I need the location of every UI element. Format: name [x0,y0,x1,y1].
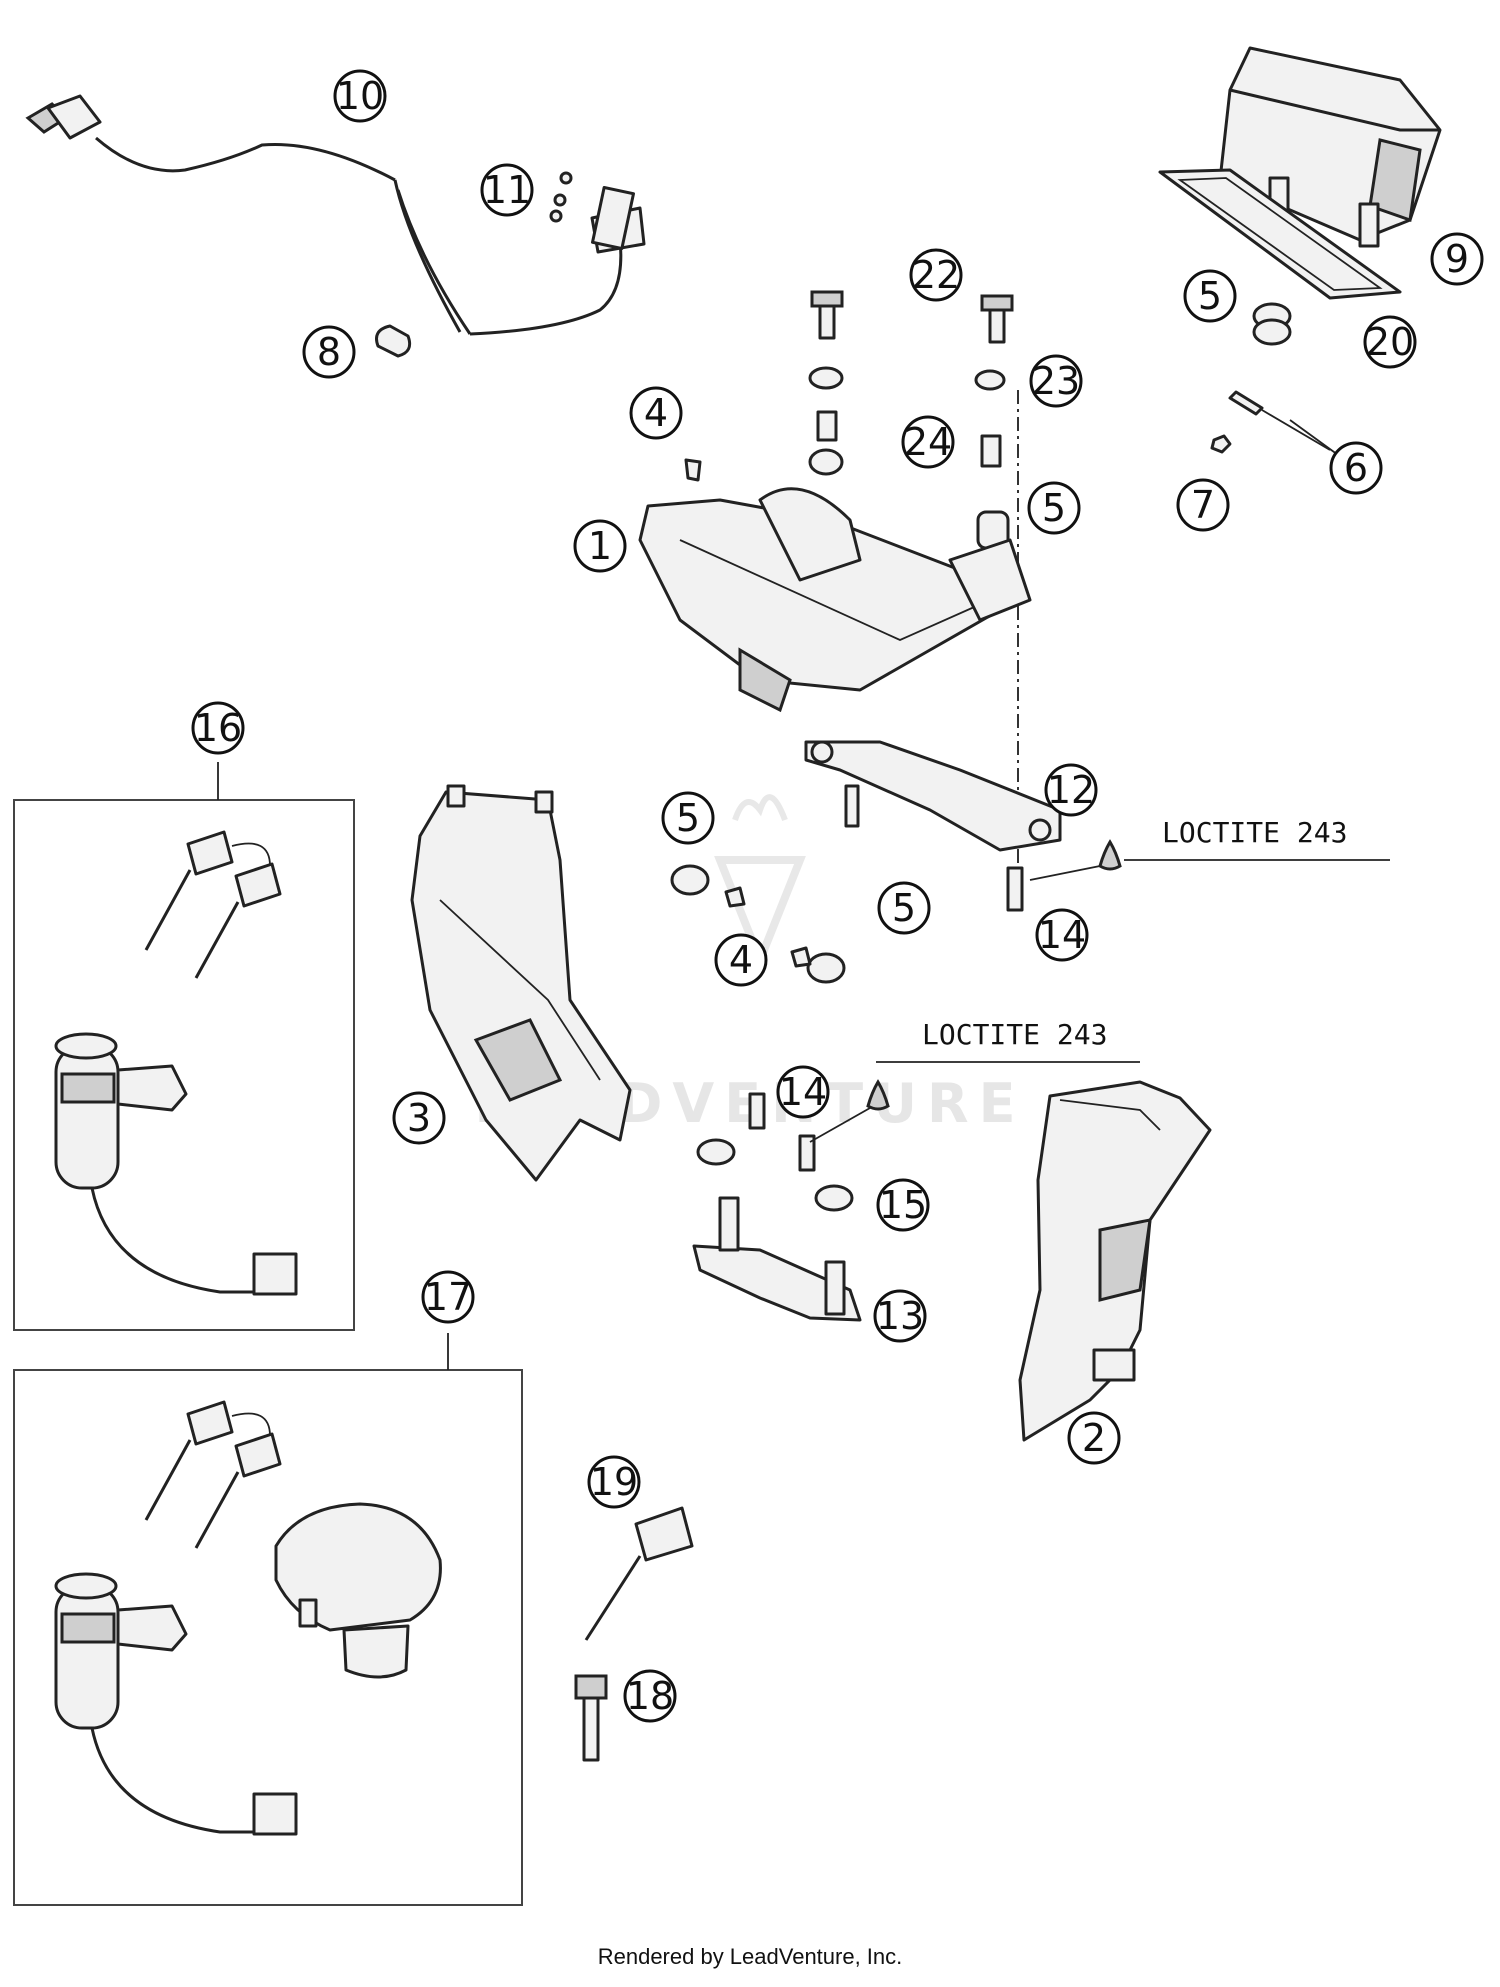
callout-19: 19 [587,1455,641,1509]
callout-7: 7 [1176,478,1230,532]
callout-12: 12 [1044,763,1098,817]
instrument-cluster-part [1218,46,1442,248]
svg-text:17: 17 [424,1275,472,1319]
svg-text:14: 14 [779,1070,827,1114]
mounting-stack-part [684,290,1014,550]
callout-14-upper: 14 [1035,908,1089,962]
grommet-part-upper-right [1252,302,1292,346]
callout-4-upper: 4 [629,386,683,440]
connector-block-part [549,171,635,251]
callout-24: 24 [901,415,955,469]
callout-2: 2 [1067,1411,1121,1465]
ignition-kit-17-part [54,1400,442,1836]
svg-text:13: 13 [876,1294,924,1338]
svg-text:16: 16 [194,706,242,750]
kit-16-box [13,799,355,1331]
callout-9: 9 [1430,232,1484,286]
stud-part [1228,390,1331,451]
grommet-part-middle [670,864,846,984]
svg-text:10: 10 [336,74,384,118]
callout-6: 6 [1329,441,1383,495]
svg-text:1: 1 [588,524,612,568]
callout-5-middle-left: 5 [661,791,715,845]
gasket-part [1158,168,1402,300]
callout-15: 15 [876,1178,930,1232]
callout-5-middle-right: 5 [877,881,931,935]
svg-text:19: 19 [590,1460,638,1504]
svg-text:8: 8 [317,330,341,374]
loctite-drop-upper [1098,839,1122,871]
nut-part [1210,434,1232,454]
bracket-housing-part [638,487,1032,713]
svg-text:14: 14 [1038,913,1086,957]
kit-17-box [13,1369,523,1906]
callout-14-lower: 14 [776,1065,830,1119]
callout-11: 11 [480,163,534,217]
ignition-kit-16-part [54,830,298,1296]
svg-text:2: 2 [1082,1416,1106,1460]
loctite-note-lower: LOCTITE 243 [922,1018,1107,1051]
callout-1: 1 [573,519,627,573]
svg-text:5: 5 [892,886,916,930]
svg-text:5: 5 [1198,274,1222,318]
svg-text:9: 9 [1445,237,1469,281]
callout-4-middle: 4 [714,933,768,987]
callout-8: 8 [302,325,356,379]
svg-text:6: 6 [1344,446,1368,490]
callout-16: 16 [191,701,245,755]
callout-18: 18 [623,1669,677,1723]
callout-22: 22 [909,248,963,302]
svg-text:11: 11 [483,168,531,212]
svg-text:5: 5 [1042,486,1066,530]
left-side-panel-part [410,784,632,1182]
svg-text:24: 24 [904,420,952,464]
svg-text:23: 23 [1032,359,1080,403]
bolt-part [574,1674,608,1762]
callout-13: 13 [873,1289,927,1343]
svg-text:15: 15 [879,1183,927,1227]
svg-text:12: 12 [1047,768,1095,812]
callout-20: 20 [1363,315,1417,369]
lower-bracket-part [804,740,1062,912]
callout-10: 10 [333,69,387,123]
footer-credit: Rendered by LeadVenture, Inc. [598,1944,903,1969]
svg-text:3: 3 [407,1096,431,1140]
callout-5-upper-right: 5 [1183,269,1237,323]
svg-text:20: 20 [1366,320,1414,364]
svg-text:4: 4 [644,391,668,435]
svg-text:4: 4 [729,938,753,982]
callout-23: 23 [1029,354,1083,408]
svg-text:7: 7 [1191,483,1215,527]
loctite-drop-lower [866,1079,890,1111]
clip-part [375,324,412,358]
svg-text:18: 18 [626,1674,674,1718]
svg-text:5: 5 [676,796,700,840]
callout-5-upper: 5 [1027,481,1081,535]
key-part [584,1506,694,1641]
lower-mount-part [692,1092,862,1322]
right-side-panel-part [1018,1080,1212,1442]
loctite-note-upper: LOCTITE 243 [1162,816,1347,849]
callout-3: 3 [392,1091,446,1145]
svg-text:22: 22 [912,253,960,297]
callout-17: 17 [421,1270,475,1324]
